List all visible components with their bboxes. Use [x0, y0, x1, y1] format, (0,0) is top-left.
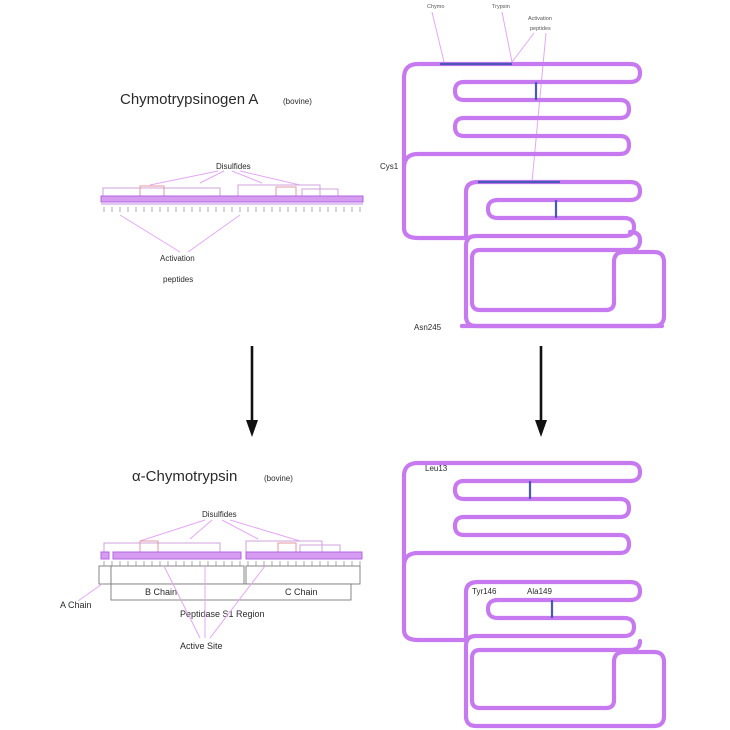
tyr146-label: Tyr146 — [472, 587, 497, 596]
disulfide-pointer — [149, 170, 219, 186]
sequence-bar-zymogen — [100, 195, 364, 203]
disulfide-pointer — [221, 519, 259, 540]
disulfide-pointer — [231, 170, 263, 184]
a-chain-box — [98, 565, 112, 585]
disulfide-bond — [139, 185, 165, 196]
cys1-label: Cys1 — [380, 162, 399, 171]
chymo-label: Chymo — [427, 4, 444, 10]
peptidase-s1-box — [110, 583, 352, 601]
enzyme-backbone — [401, 460, 667, 729]
b-chain-bar — [112, 551, 242, 560]
ala149-label: Ala149 — [527, 587, 552, 596]
activation-pointer — [511, 32, 535, 63]
activation-pointer — [187, 214, 241, 253]
disulfide-bond — [102, 187, 221, 196]
a-chain-pointer — [77, 583, 103, 602]
trypsin-label: Trypsin — [492, 4, 510, 10]
disulfide-bond — [103, 542, 221, 552]
disulfide-bond — [277, 542, 297, 552]
chymotrypsinogen-species: (bovine) — [283, 97, 312, 106]
disulfide-pointer — [189, 519, 213, 540]
activation-label-2: peptides — [163, 275, 193, 284]
alpha-chymotrypsin-title: α-Chymotrypsin — [132, 468, 237, 485]
active-site-pointer — [163, 565, 201, 639]
active-site-label: Active Site — [180, 641, 223, 651]
disulfide-bond — [275, 186, 297, 196]
leu13-label: Leu13 — [425, 464, 448, 473]
a-chain-bar — [100, 551, 110, 560]
chymotrypsinogen-title: Chymotrypsinogen A — [120, 91, 258, 108]
alpha-chymotrypsin-species: (bovine) — [264, 474, 293, 483]
disulfide-bond — [245, 540, 323, 552]
active-enzyme-fold-panel: Leu13 Tyr146 Ala149 — [401, 460, 667, 729]
disulfides-label-bottom: Disulfides — [202, 510, 237, 519]
c-chain-bar — [245, 551, 363, 560]
c-chain-label: C Chain — [285, 587, 318, 597]
chymo-pointer — [431, 11, 445, 63]
disulfide-bond — [237, 184, 321, 196]
disulfide-bond — [299, 544, 341, 552]
disulfides-label-top: Disulfides — [216, 162, 251, 171]
zymogen-fold-panel: Chymo Trypsin Activation peptides Cys1 A… — [380, 4, 667, 332]
a-chain-label: A Chain — [60, 600, 92, 610]
trypsin-pointer — [501, 11, 513, 63]
b-chain-box — [110, 565, 245, 585]
residue-ticks — [103, 561, 361, 566]
peptidase-s1-label: Peptidase S1 Region — [180, 609, 265, 619]
disulfide-bond — [139, 540, 159, 552]
activation-label-right-2: peptides — [530, 26, 551, 32]
conversion-arrow-left — [246, 346, 258, 437]
asn245-label: Asn245 — [414, 323, 442, 332]
activation-pointer — [531, 32, 547, 183]
conversion-arrow-right — [535, 346, 547, 437]
disulfide-bond — [301, 188, 339, 196]
activation-label: Activation — [160, 254, 195, 263]
activation-pointer — [119, 214, 181, 253]
activation-label-right: Activation — [528, 16, 552, 22]
b-chain-label: B Chain — [145, 587, 177, 597]
disulfide-pointer — [139, 519, 206, 542]
disulfide-pointer — [199, 170, 225, 184]
disulfide-pointer — [229, 519, 301, 542]
alpha-chymotrypsin-panel: α-Chymotrypsin (bovine) Disulfides A Cha… — [60, 468, 363, 651]
zymogen-backbone — [401, 61, 667, 329]
active-site-pointer — [209, 565, 266, 639]
disulfide-pointer — [239, 170, 301, 186]
chymotrypsinogen-panel: Chymotrypsinogen A (bovine) Disulfides A… — [100, 91, 364, 284]
residue-ticks — [103, 207, 361, 212]
